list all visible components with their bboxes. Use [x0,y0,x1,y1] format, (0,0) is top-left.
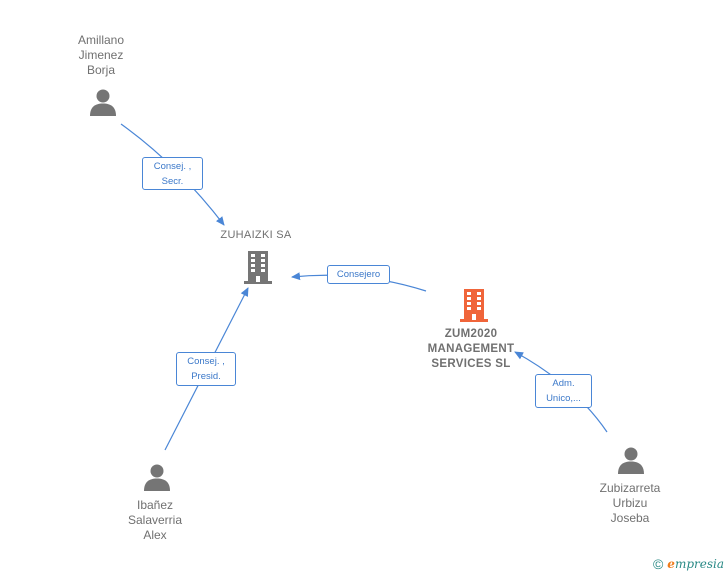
person-label-amillano: Amillano Jimenez Borja [77,33,125,77]
building-icon[interactable] [243,250,273,284]
person-icon[interactable] [617,446,645,474]
company-label-zuhaizki: ZUHAIZKI SA [220,229,292,241]
edge-label-zum2020-zuhaizki[interactable]: Consejero [327,265,390,284]
brand-footer: © empresia [653,556,724,572]
person-label-zubizarreta: Zubizarreta Urbizu Joseba [599,481,661,525]
person-icon[interactable] [89,88,117,116]
edge-label-zubizarreta-zum2020[interactable]: Adm. Unico,... [535,374,592,408]
edge-label-ibanez-zuhaizki[interactable]: Consej. , Presid. [176,352,236,386]
brand-name: mpresia [674,557,724,571]
person-icon[interactable] [143,463,171,491]
company-label-zum2020: ZUM2020 MANAGEMENT SERVICES SL [427,328,515,370]
copyright-icon: © [652,556,664,572]
brand-logo[interactable]: empresia [667,557,724,571]
building-icon[interactable] [459,288,489,322]
brand-initial: e [667,557,675,571]
person-label-ibanez: Ibañez Salaverria Alex [127,498,183,542]
edge-label-amillano-zuhaizki[interactable]: Consej. , Secr. [142,157,203,190]
